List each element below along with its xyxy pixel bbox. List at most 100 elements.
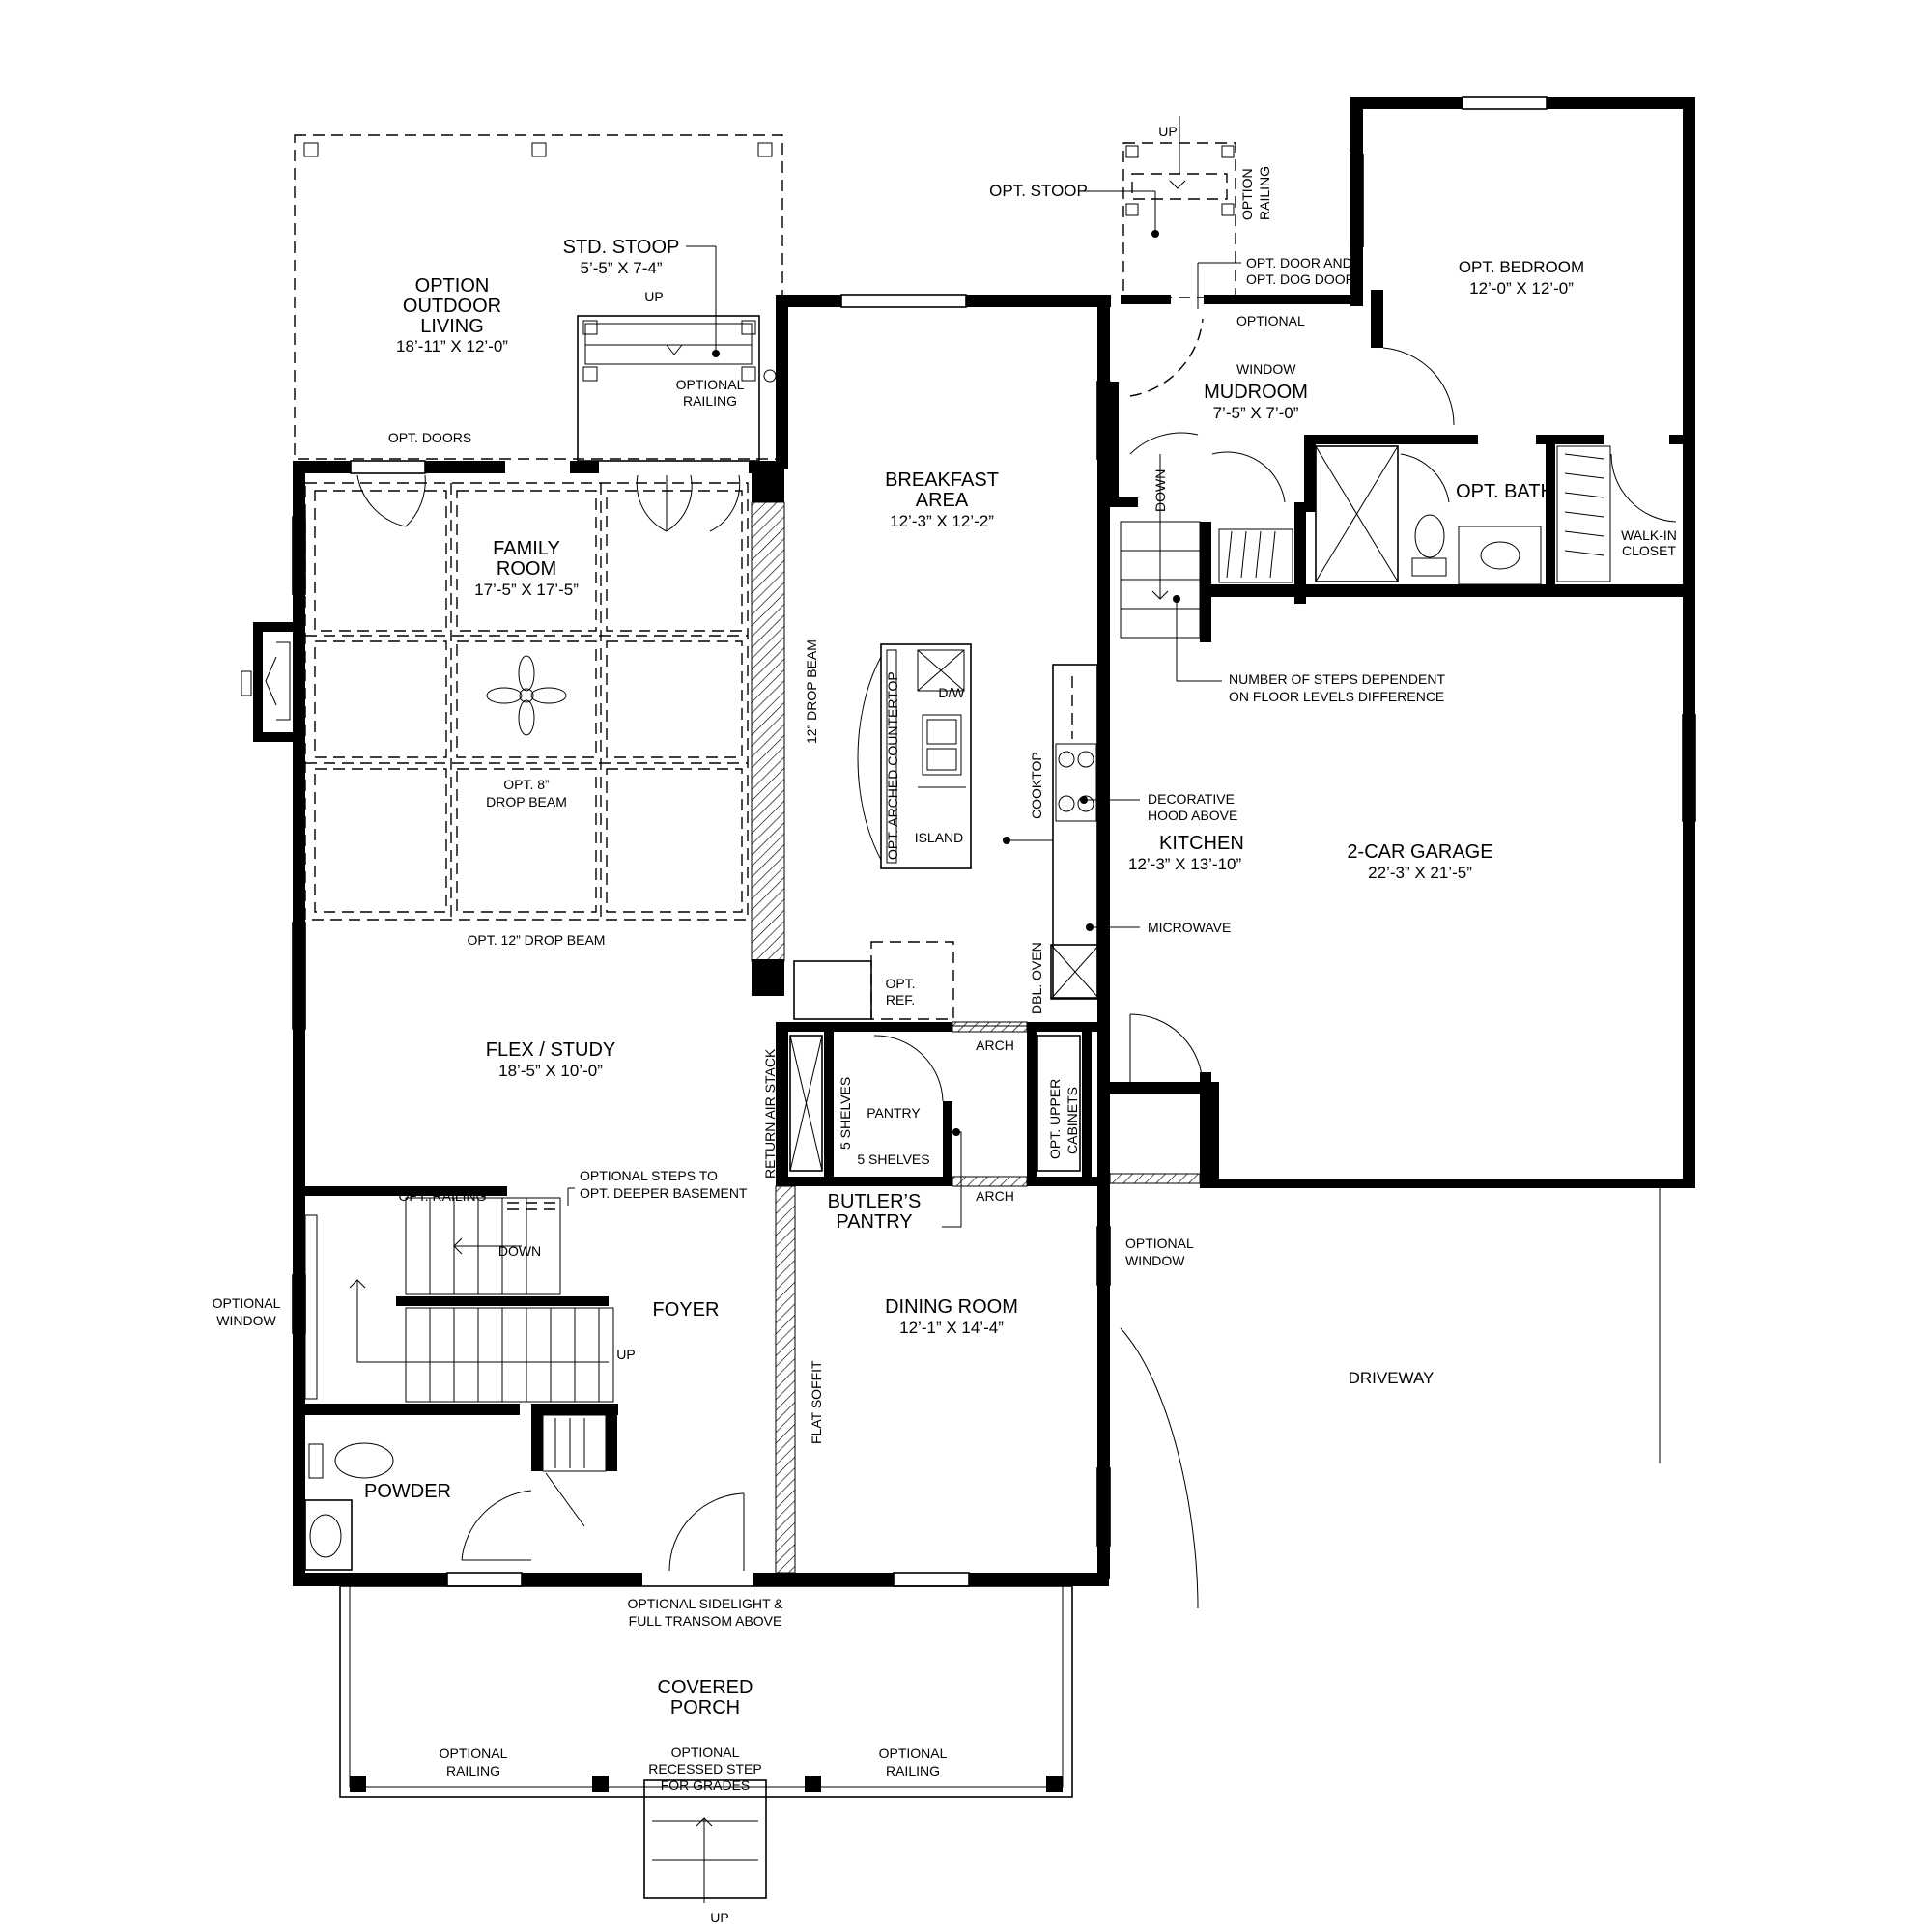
std-stoop-title: STD. STOOP	[563, 237, 680, 258]
dining-title: DINING ROOM	[885, 1296, 1018, 1318]
porch-railing-right-2: RAILING	[886, 1763, 940, 1778]
left-window-1: OPTIONAL	[213, 1295, 281, 1311]
porch-railing-left-1: OPTIONAL	[440, 1746, 508, 1761]
breakfast-title-2: AREA	[916, 490, 969, 511]
flex-study-dim: 18’-5” X 10’-0”	[498, 1062, 603, 1080]
dbl-oven-label: DBL. OVEN	[1029, 942, 1044, 1014]
island-label: ISLAND	[915, 830, 964, 845]
porch-railing-left-2: RAILING	[446, 1763, 500, 1778]
recessed-step-2: RECESSED STEP	[648, 1761, 761, 1776]
opt-12-drop-beam: OPT. 12” DROP BEAM	[468, 932, 606, 948]
closet-under-stairs	[542, 1414, 607, 1527]
porch-up: UP	[710, 1910, 728, 1925]
opt-railing-label: OPT. RAILING	[398, 1188, 486, 1204]
outdoor-living-title-3: LIVING	[420, 316, 484, 337]
family-room-dim: 17’-5” X 17’-5”	[474, 581, 579, 599]
recessed-step-3: FOR GRADES	[661, 1777, 751, 1793]
cooktop-label: COOKTOP	[1029, 752, 1044, 819]
std-stoop-up: UP	[644, 289, 663, 304]
std-stoop-railing-2: RAILING	[683, 393, 737, 409]
butlers-title-1: BUTLER’S	[828, 1191, 922, 1212]
breakfast-dim: 12’-3” X 12’-2”	[890, 512, 994, 530]
breakfast-title-1: BREAKFAST	[885, 469, 999, 491]
main-stairs	[304, 1214, 614, 1403]
mudroom-title: MUDROOM	[1204, 382, 1308, 403]
left-window-2: WINDOW	[216, 1313, 276, 1328]
bath-fixtures	[1315, 445, 1542, 585]
garage-dim: 22’-3” X 21’-5”	[1368, 864, 1472, 882]
opt-ref-1: OPT.	[885, 976, 915, 991]
bedroom-dim: 12’-0” X 12’-0”	[1469, 279, 1574, 298]
interior-walls	[293, 381, 1694, 1574]
family-room-title-1: FAMILY	[493, 538, 560, 559]
stairs-up: UP	[616, 1347, 635, 1362]
opt-doors	[356, 474, 741, 532]
exterior-walls	[253, 97, 1695, 1586]
garage-door	[1120, 1013, 1661, 1609]
mudroom-fixtures	[1120, 318, 1293, 639]
family-room-title-2: ROOM	[497, 558, 556, 580]
covered-porch	[339, 1585, 1073, 1903]
powder-title: POWDER	[364, 1481, 451, 1502]
bath-title: OPT. BATH	[1456, 481, 1554, 502]
dining-dim: 12’-1” X 14’-4”	[899, 1319, 1004, 1337]
covered-porch-title-1: COVERED	[658, 1677, 753, 1698]
sidelight-2: FULL TRANSOM ABOVE	[629, 1613, 782, 1629]
kitchen-counter	[1050, 664, 1100, 1000]
arch-label-top: ARCH	[976, 1037, 1014, 1053]
opt-door-dog-1: OPT. DOOR AND	[1246, 255, 1352, 270]
mudroom-optional: OPTIONAL	[1236, 313, 1305, 328]
opt-stoop-label: OPT. STOOP	[989, 182, 1088, 200]
steps-note-2: ON FLOOR LEVELS DIFFERENCE	[1229, 689, 1444, 704]
driveway-title: DRIVEWAY	[1349, 1369, 1435, 1387]
powder-fixtures	[304, 1442, 532, 1571]
basement-stairs	[405, 1197, 561, 1295]
outdoor-living-title-1: OPTION	[415, 275, 490, 297]
dw-label: D/W	[938, 685, 965, 700]
outdoor-living-dim: 18’-11” X 12’-0”	[396, 337, 508, 355]
butlers-title-2: PANTRY	[836, 1211, 912, 1233]
pantry-title: PANTRY	[867, 1105, 921, 1121]
porch-railing-right-1: OPTIONAL	[879, 1746, 948, 1761]
bedroom-title: OPT. BEDROOM	[1459, 258, 1584, 276]
arch-label-bottom: ARCH	[976, 1188, 1014, 1204]
opt-steps-2: OPT. DEEPER BASEMENT	[580, 1185, 748, 1201]
drop-beam-12: 12” DROP BEAM	[804, 639, 819, 744]
kitchen-dim: 12’-3” X 13’-10”	[1128, 855, 1242, 873]
right-window-1: OPTIONAL	[1125, 1236, 1194, 1251]
opt-steps-1: OPTIONAL STEPS TO	[580, 1168, 718, 1183]
hood-label-1: DECORATIVE	[1148, 791, 1235, 807]
opt-stoop-up: UP	[1158, 124, 1177, 139]
steps-note-1: NUMBER OF STEPS DEPENDENT	[1229, 671, 1445, 687]
closet-fixtures	[1382, 347, 1677, 582]
right-window-2: WINDOW	[1125, 1253, 1185, 1268]
opt-8-drop-beam-2: DROP BEAM	[486, 794, 567, 810]
microwave-label: MICROWAVE	[1148, 920, 1231, 935]
opt-stoop-railing-2: RAILING	[1257, 166, 1272, 220]
closet-title-1: WALK-IN	[1621, 527, 1677, 543]
opt-stoop-railing-1: OPTION	[1239, 168, 1255, 220]
outdoor-living-title-2: OUTDOOR	[403, 296, 501, 317]
recessed-step-1: OPTIONAL	[671, 1745, 740, 1760]
covered-porch-title-2: PORCH	[670, 1697, 740, 1719]
kitchen-island	[857, 643, 972, 869]
basement-down: DOWN	[498, 1243, 541, 1259]
kitchen-title: KITCHEN	[1159, 833, 1244, 854]
butlers-pantry-fixtures	[789, 1035, 1081, 1172]
outdoor-living-area	[294, 134, 783, 460]
front-door	[668, 1492, 745, 1572]
shelves-horizontal: 5 SHELVES	[857, 1151, 929, 1167]
mudroom-down: DOWN	[1152, 469, 1168, 512]
flex-study-title: FLEX / STUDY	[486, 1039, 615, 1061]
return-air-label: RETURN AIR STACK	[762, 1048, 778, 1179]
opt-ref-2: REF.	[886, 992, 915, 1008]
upper-cabinets-1: OPT. UPPER	[1047, 1079, 1063, 1159]
room-labels: OPTION OUTDOOR LIVING 18’-11” X 12’-0” S…	[364, 237, 1677, 1719]
ceiling-fan-icon	[486, 655, 567, 736]
annotation-labels: UP OPTIONAL RAILING UP OPT. STOOP OPTION…	[213, 124, 1446, 1925]
opt-doors-label: OPT. DOORS	[388, 430, 471, 445]
opt-8-drop-beam-1: OPT. 8”	[503, 777, 550, 792]
mudroom-window: WINDOW	[1236, 361, 1296, 377]
shelves-vertical: 5 SHELVES	[838, 1077, 853, 1150]
opt-door-dog-2: OPT. DOG DOOR	[1246, 271, 1355, 287]
